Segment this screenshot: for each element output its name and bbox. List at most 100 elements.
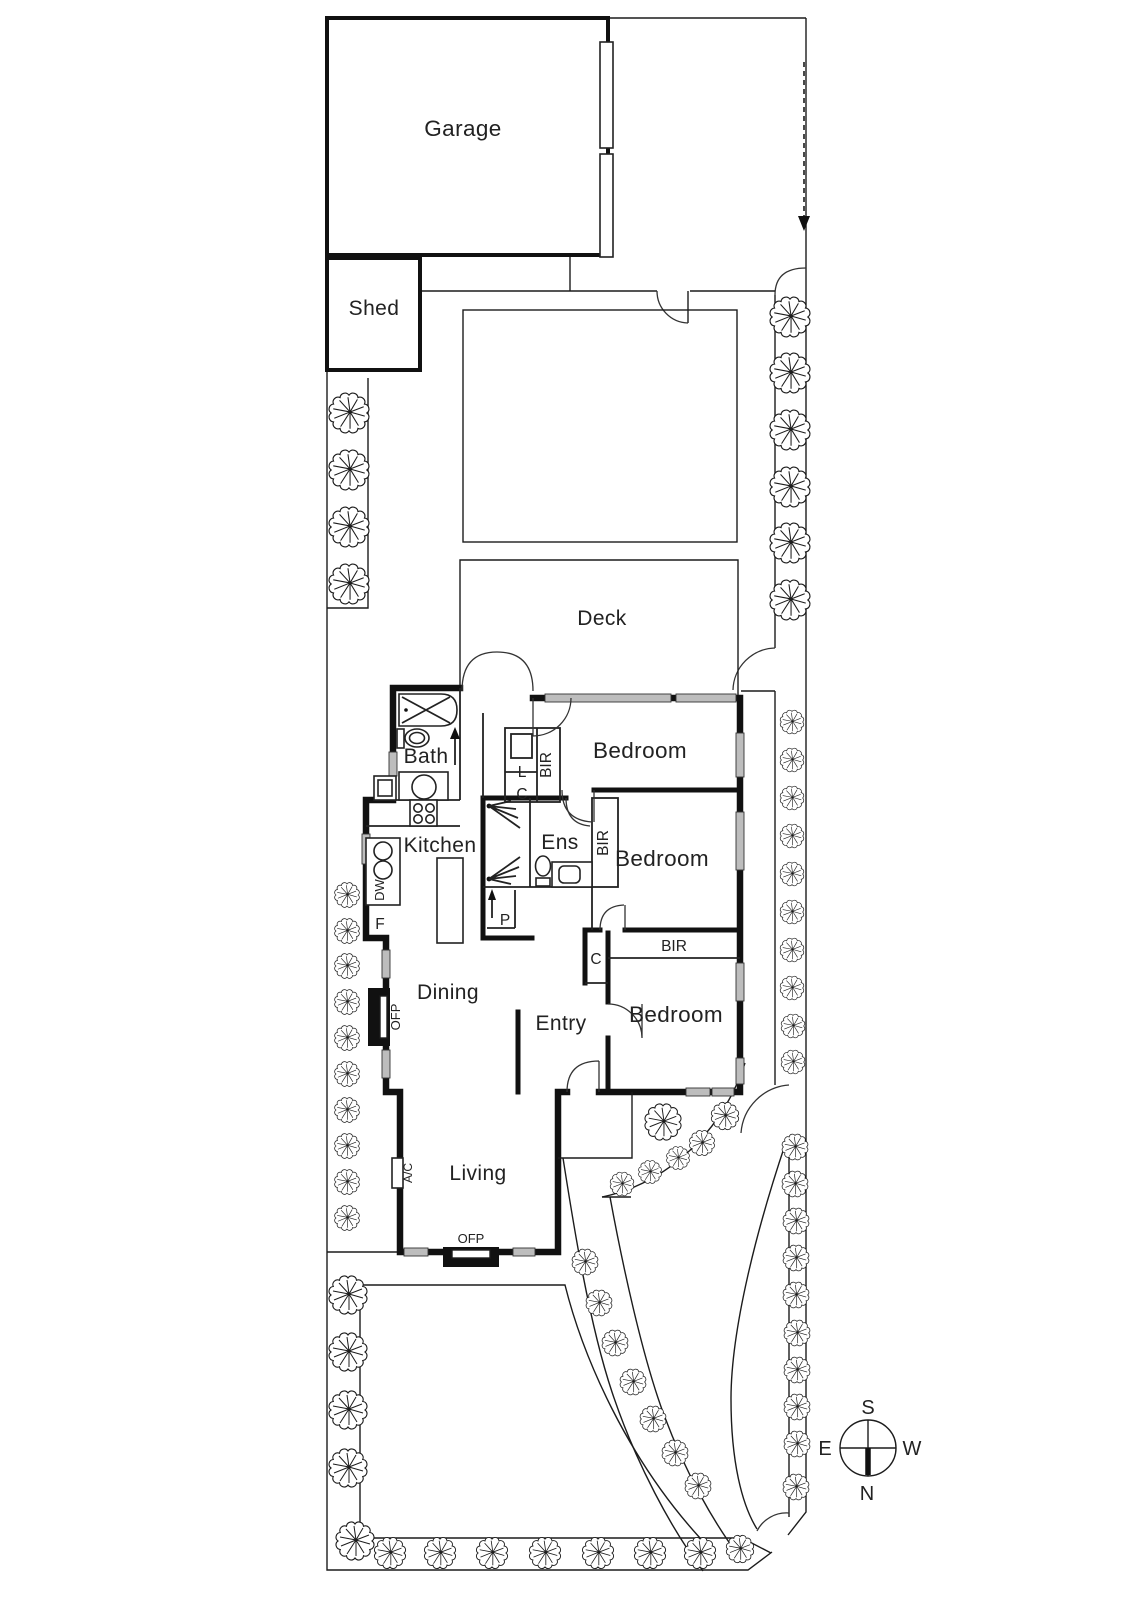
tree-icon: [769, 579, 811, 621]
ensuite-toilet: [534, 855, 552, 877]
air-conditioner-unit: [391, 1157, 404, 1189]
garage-door-panel: [599, 41, 614, 149]
tree-icon: [725, 1534, 755, 1564]
tree-icon: [769, 466, 811, 508]
tree-icon: [644, 1103, 682, 1141]
room-label-bedroom1: Bedroom: [593, 738, 687, 763]
driveway-arrowhead: [798, 216, 810, 231]
deck-double-door: [461, 651, 534, 692]
tree-icon: [769, 522, 811, 564]
label-bir3: BIR: [661, 938, 687, 955]
tree-icon: [601, 1329, 629, 1357]
label-cupboard2: C: [590, 951, 601, 968]
tree-icon: [609, 1171, 635, 1197]
kitchen-fixtures: [365, 799, 496, 944]
label-bir1: BIR: [538, 752, 555, 778]
tree-icon: [334, 1097, 360, 1123]
heating-fixtures: [368, 988, 499, 1267]
room-label-dining: Dining: [417, 981, 479, 1004]
room-label-living: Living: [449, 1162, 506, 1185]
tree-icon: [781, 1133, 809, 1161]
tree-icon: [328, 563, 370, 605]
garage-door-panel: [599, 153, 614, 258]
tree-icon: [783, 1393, 811, 1421]
compass-rose: S E W N: [818, 1397, 921, 1505]
tree-icon: [581, 1536, 615, 1570]
tree-icon: [639, 1405, 667, 1433]
tree-icon: [619, 1368, 647, 1396]
tree-icon: [661, 1439, 689, 1467]
tree-icon: [334, 1169, 360, 1195]
compass-north: N: [860, 1483, 874, 1505]
tree-icon: [585, 1289, 613, 1317]
label-dishwasher: DW: [372, 878, 387, 900]
house: Bath Kitchen Ens Bedroom Bedroom Bedroom…: [361, 651, 745, 1267]
shed: Shed: [325, 256, 422, 372]
bath-basin: [411, 774, 437, 800]
tree-icon: [423, 1536, 457, 1570]
tree-icon: [475, 1536, 509, 1570]
tree-icon: [782, 1207, 810, 1235]
compass-south: S: [861, 1397, 874, 1419]
room-label-deck: Deck: [577, 607, 627, 630]
tree-icon: [328, 449, 370, 491]
tree-icon: [769, 296, 811, 338]
tree-icon: [779, 975, 805, 1001]
label-pantry: P: [500, 912, 510, 929]
sink-bowl: [373, 841, 393, 861]
tree-icon: [782, 1244, 810, 1272]
sink-bowl: [373, 860, 393, 880]
tree-icon: [328, 1390, 368, 1430]
room-label-entry: Entry: [535, 1012, 586, 1035]
label-ofp-dining: OFP: [388, 1004, 403, 1031]
room-label-shed: Shed: [349, 297, 400, 320]
tree-icon: [334, 953, 360, 979]
tree-icon: [334, 1205, 360, 1231]
label-air-conditioner: A/C: [401, 1163, 415, 1183]
ensuite-door: [565, 797, 591, 827]
ensuite-fixtures: [486, 800, 593, 888]
bedroom3-door: [607, 1003, 643, 1039]
tree-icon: [783, 1356, 811, 1384]
room-label-ensuite: Ens: [541, 831, 578, 854]
tree-icon: [328, 1448, 368, 1488]
tree-icon: [334, 989, 360, 1015]
tree-icon: [335, 1521, 375, 1561]
tree-icon: [666, 1146, 690, 1170]
tree-icon: [334, 1025, 360, 1051]
tree-icon: [780, 1013, 806, 1039]
island-bench: [436, 857, 464, 944]
front-door: [566, 1060, 600, 1093]
tree-icon: [779, 937, 805, 963]
hall-door: [532, 697, 572, 737]
tree-icon: [779, 899, 805, 925]
ensuite-basin: [558, 865, 581, 884]
tree-icon: [781, 1170, 809, 1198]
compass-east: E: [818, 1438, 831, 1460]
tree-icon: [328, 1275, 368, 1315]
tree-icon: [689, 1130, 715, 1156]
tree-icon: [528, 1536, 562, 1570]
tree-icon: [638, 1160, 662, 1184]
tree-icon: [710, 1101, 740, 1131]
room-label-bedroom2: Bedroom: [615, 846, 709, 871]
bedroom2-door: [599, 904, 626, 931]
room-label-kitchen: Kitchen: [404, 834, 477, 857]
bath-fixtures: [373, 693, 460, 801]
tree-icon: [683, 1536, 717, 1570]
tree-icon: [328, 506, 370, 548]
label-cupboard1: C: [516, 786, 527, 803]
windows: [361, 693, 745, 1257]
tree-icon: [779, 747, 805, 773]
tree-icon: [328, 1332, 368, 1372]
tree-icon: [779, 823, 805, 849]
label-fridge: F: [375, 916, 384, 933]
label-bir2: BIR: [595, 830, 612, 856]
tree-icon: [779, 861, 805, 887]
tree-icon: [334, 1133, 360, 1159]
tree-icon: [633, 1536, 667, 1570]
room-label-bedroom3: Bedroom: [629, 1002, 723, 1027]
tree-icon: [769, 352, 811, 394]
